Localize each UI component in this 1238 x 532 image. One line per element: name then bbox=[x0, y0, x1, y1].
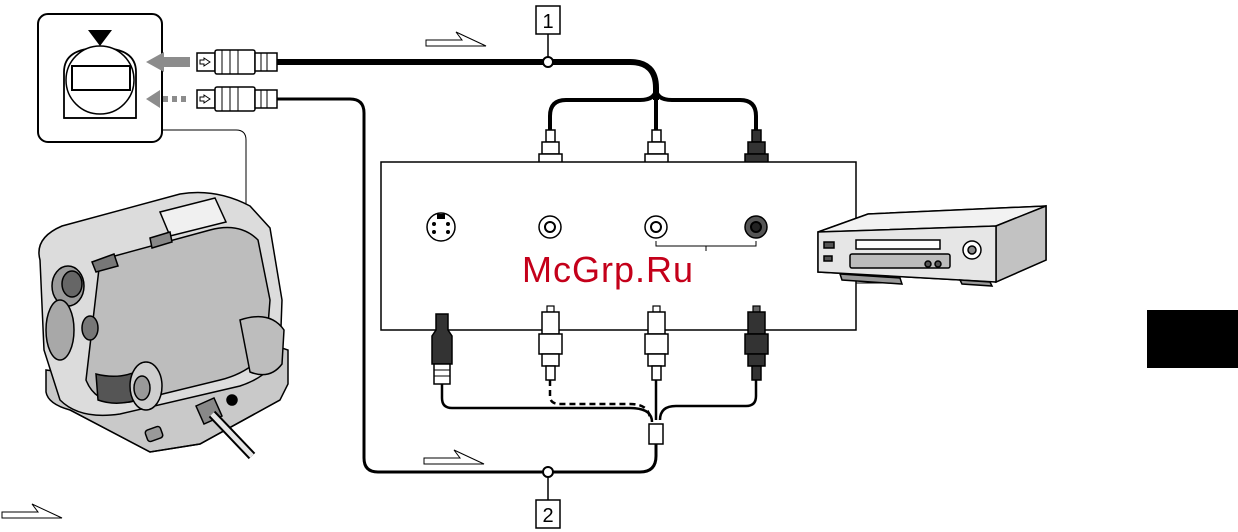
s-video-jack bbox=[427, 213, 455, 241]
outline-arrow-icon bbox=[426, 32, 486, 46]
callout-1: 1 bbox=[536, 6, 560, 57]
outline-arrow-icon bbox=[2, 504, 62, 518]
cable-1 bbox=[277, 57, 756, 130]
jack-detail-inset bbox=[38, 14, 162, 142]
av-plug-top bbox=[197, 50, 277, 74]
rca-plug-bottom-right bbox=[745, 306, 768, 380]
av-plug-bottom bbox=[197, 87, 277, 111]
rca-jack-audio-r bbox=[745, 216, 767, 238]
callout-2: 2 bbox=[536, 477, 560, 528]
camcorder-illustration bbox=[39, 193, 288, 457]
rca-plug-bottom-center bbox=[645, 306, 668, 380]
callout-2-label: 2 bbox=[542, 505, 553, 527]
watermark-text: McGrp.Ru bbox=[522, 249, 694, 290]
rca-jack-video bbox=[539, 216, 561, 238]
rca-jack-audio-l bbox=[645, 216, 667, 238]
callout-1-label: 1 bbox=[542, 11, 553, 33]
black-tab-icon bbox=[1147, 310, 1238, 368]
outline-arrow-icon bbox=[424, 450, 484, 464]
rca-plug-bottom-left bbox=[539, 306, 562, 380]
